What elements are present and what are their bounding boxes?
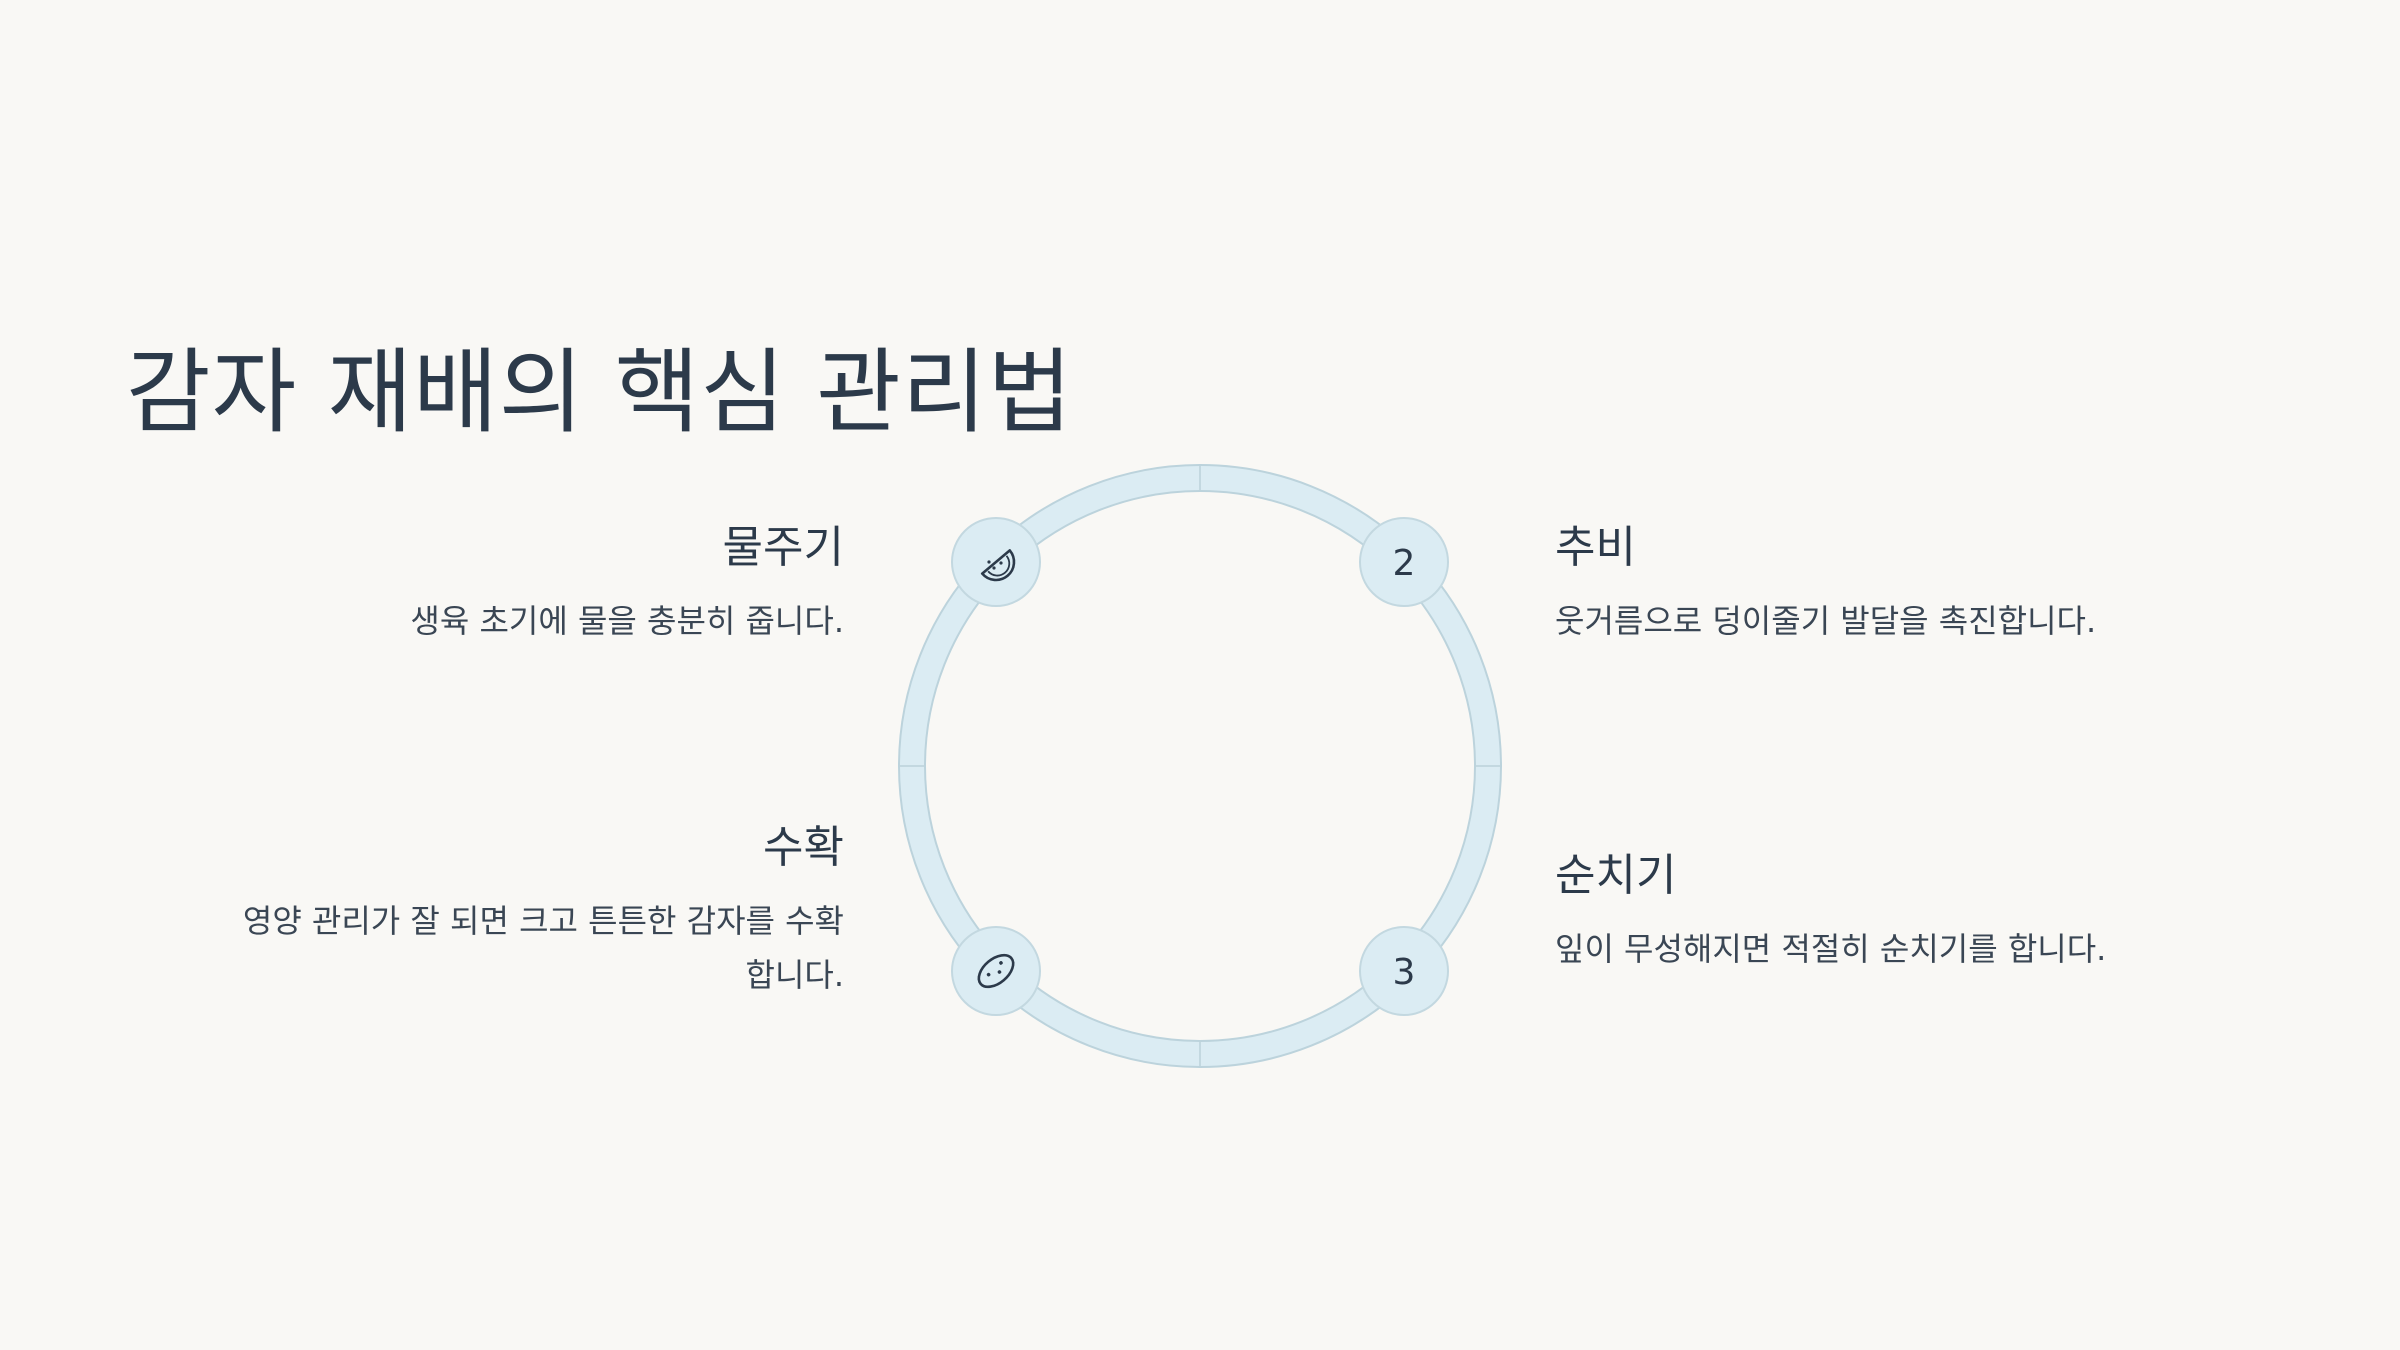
cycle-node-2: 2 bbox=[1359, 517, 1449, 607]
node-3-label: 3 bbox=[1393, 952, 1416, 993]
step-description: 잎이 무성해지면 적절히 순치기를 합니다. bbox=[1555, 929, 2107, 968]
step-pruning: 순치기 잎이 무성해지면 적절히 순치기를 합니다. bbox=[1555, 850, 2175, 977]
step-title: 수확 bbox=[763, 822, 844, 873]
potato-icon bbox=[977, 953, 1015, 989]
step-description: 웃거름으로 덩이줄기 발달을 촉진합니다. bbox=[1555, 601, 2097, 640]
step-title: 순치기 bbox=[1555, 850, 1677, 901]
watermelon-icon bbox=[980, 549, 1016, 582]
step-title: 추비 bbox=[1555, 522, 1636, 573]
cycle-node-3: 3 bbox=[1359, 926, 1449, 1016]
step-description: 영양 관리가 잘 되면 크고 튼튼한 감자를 수확합니다. bbox=[242, 901, 844, 994]
step-description: 생육 초기에 물을 충분히 줍니다. bbox=[410, 601, 844, 640]
cycle-node-4 bbox=[951, 926, 1041, 1016]
cycle-node-1 bbox=[951, 517, 1041, 607]
node-2-label: 2 bbox=[1393, 543, 1416, 584]
step-topdressing: 추비 웃거름으로 덩이줄기 발달을 촉진합니다. bbox=[1555, 522, 2175, 649]
page-title: 감자 재배의 핵심 관리법 bbox=[126, 338, 1074, 446]
step-title: 물주기 bbox=[722, 522, 844, 573]
step-watering: 물주기 생육 초기에 물을 충분히 줍니다. bbox=[224, 522, 844, 649]
step-harvest: 수확 영양 관리가 잘 되면 크고 튼튼한 감자를 수확합니다. bbox=[224, 822, 844, 1002]
